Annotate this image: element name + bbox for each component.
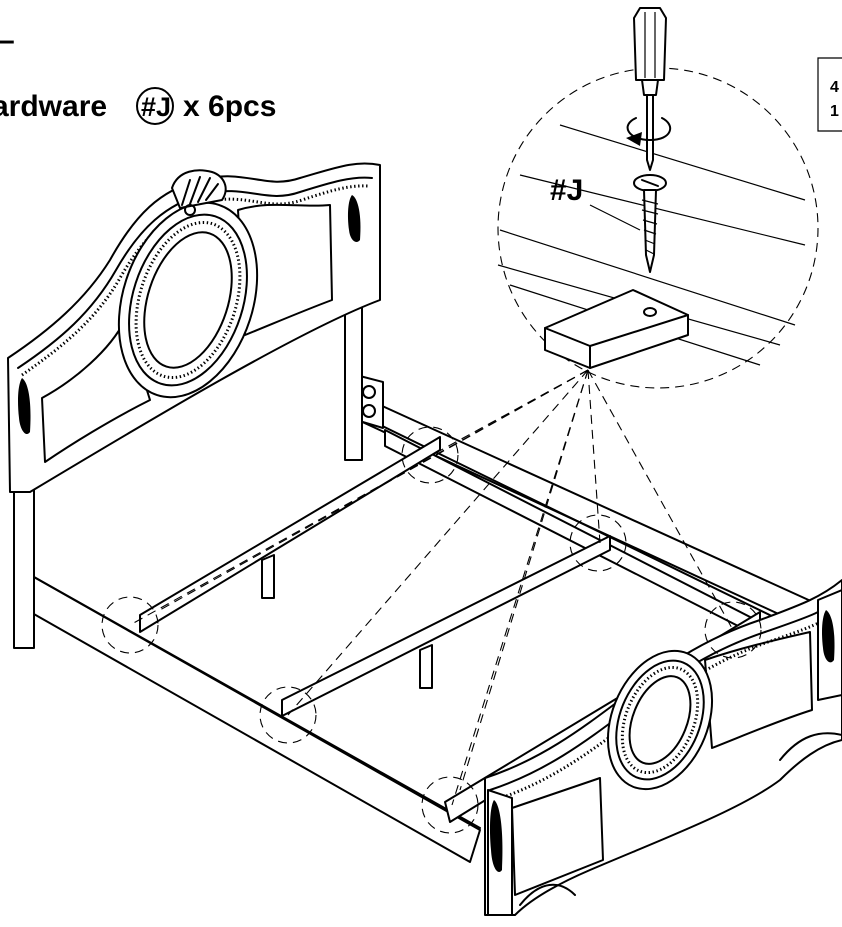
footboard bbox=[484, 579, 842, 916]
screwdriver-icon bbox=[633, 7, 667, 171]
left-side-rail bbox=[17, 567, 481, 863]
side-note-line-1: 4 bbox=[830, 79, 839, 96]
rotation-arrow-icon bbox=[626, 117, 672, 146]
footboard-right-carving bbox=[822, 610, 835, 663]
callout-circle-4 bbox=[101, 596, 159, 654]
side-note-box: 4 1 bbox=[817, 57, 842, 132]
callout-circle-2 bbox=[569, 514, 627, 572]
screw-location-callouts bbox=[101, 426, 762, 834]
headboard-oval-outer bbox=[117, 201, 259, 399]
footboard-right-panel bbox=[704, 631, 813, 749]
headboard-right-panel bbox=[237, 203, 333, 336]
headboard-left-panel bbox=[41, 319, 151, 463]
headboard-left-carving bbox=[18, 378, 31, 435]
screw-label-leader bbox=[589, 204, 641, 231]
right-side-rail bbox=[357, 394, 836, 641]
hardware-title: – ardware #J x 6pcs bbox=[0, 24, 276, 125]
footboard-skirt bbox=[519, 883, 576, 906]
step-mark: – bbox=[0, 24, 15, 57]
headboard-right-leg bbox=[344, 289, 363, 461]
hardware-code-circle bbox=[136, 87, 174, 125]
headboard bbox=[7, 162, 381, 649]
center-leg-2 bbox=[419, 644, 433, 689]
callout-circle-6 bbox=[421, 776, 479, 834]
wood-screw-icon bbox=[633, 174, 667, 273]
hardware-code: #J bbox=[141, 92, 171, 122]
callout-circle-3 bbox=[704, 601, 762, 659]
center-leg-1 bbox=[261, 554, 275, 599]
side-note-line-2: 1 bbox=[830, 103, 839, 120]
wood-block bbox=[544, 289, 689, 369]
screw-hole bbox=[643, 307, 657, 317]
slat-1 bbox=[139, 436, 441, 633]
callout-leader-lines bbox=[129, 369, 734, 806]
headboard-right-carving bbox=[348, 195, 361, 242]
callout-circle-1 bbox=[401, 426, 459, 484]
hardware-prefix: ardware bbox=[0, 90, 107, 123]
shell-carving bbox=[171, 169, 227, 216]
screw-detail-view: #J bbox=[497, 7, 819, 389]
screw-label: #J bbox=[550, 174, 583, 207]
footboard-left-panel bbox=[511, 777, 604, 896]
hardware-quantity: x 6pcs bbox=[183, 90, 276, 123]
slat-2 bbox=[281, 535, 611, 717]
footboard-left-carving bbox=[490, 800, 503, 872]
callout-circle-5 bbox=[259, 686, 317, 744]
